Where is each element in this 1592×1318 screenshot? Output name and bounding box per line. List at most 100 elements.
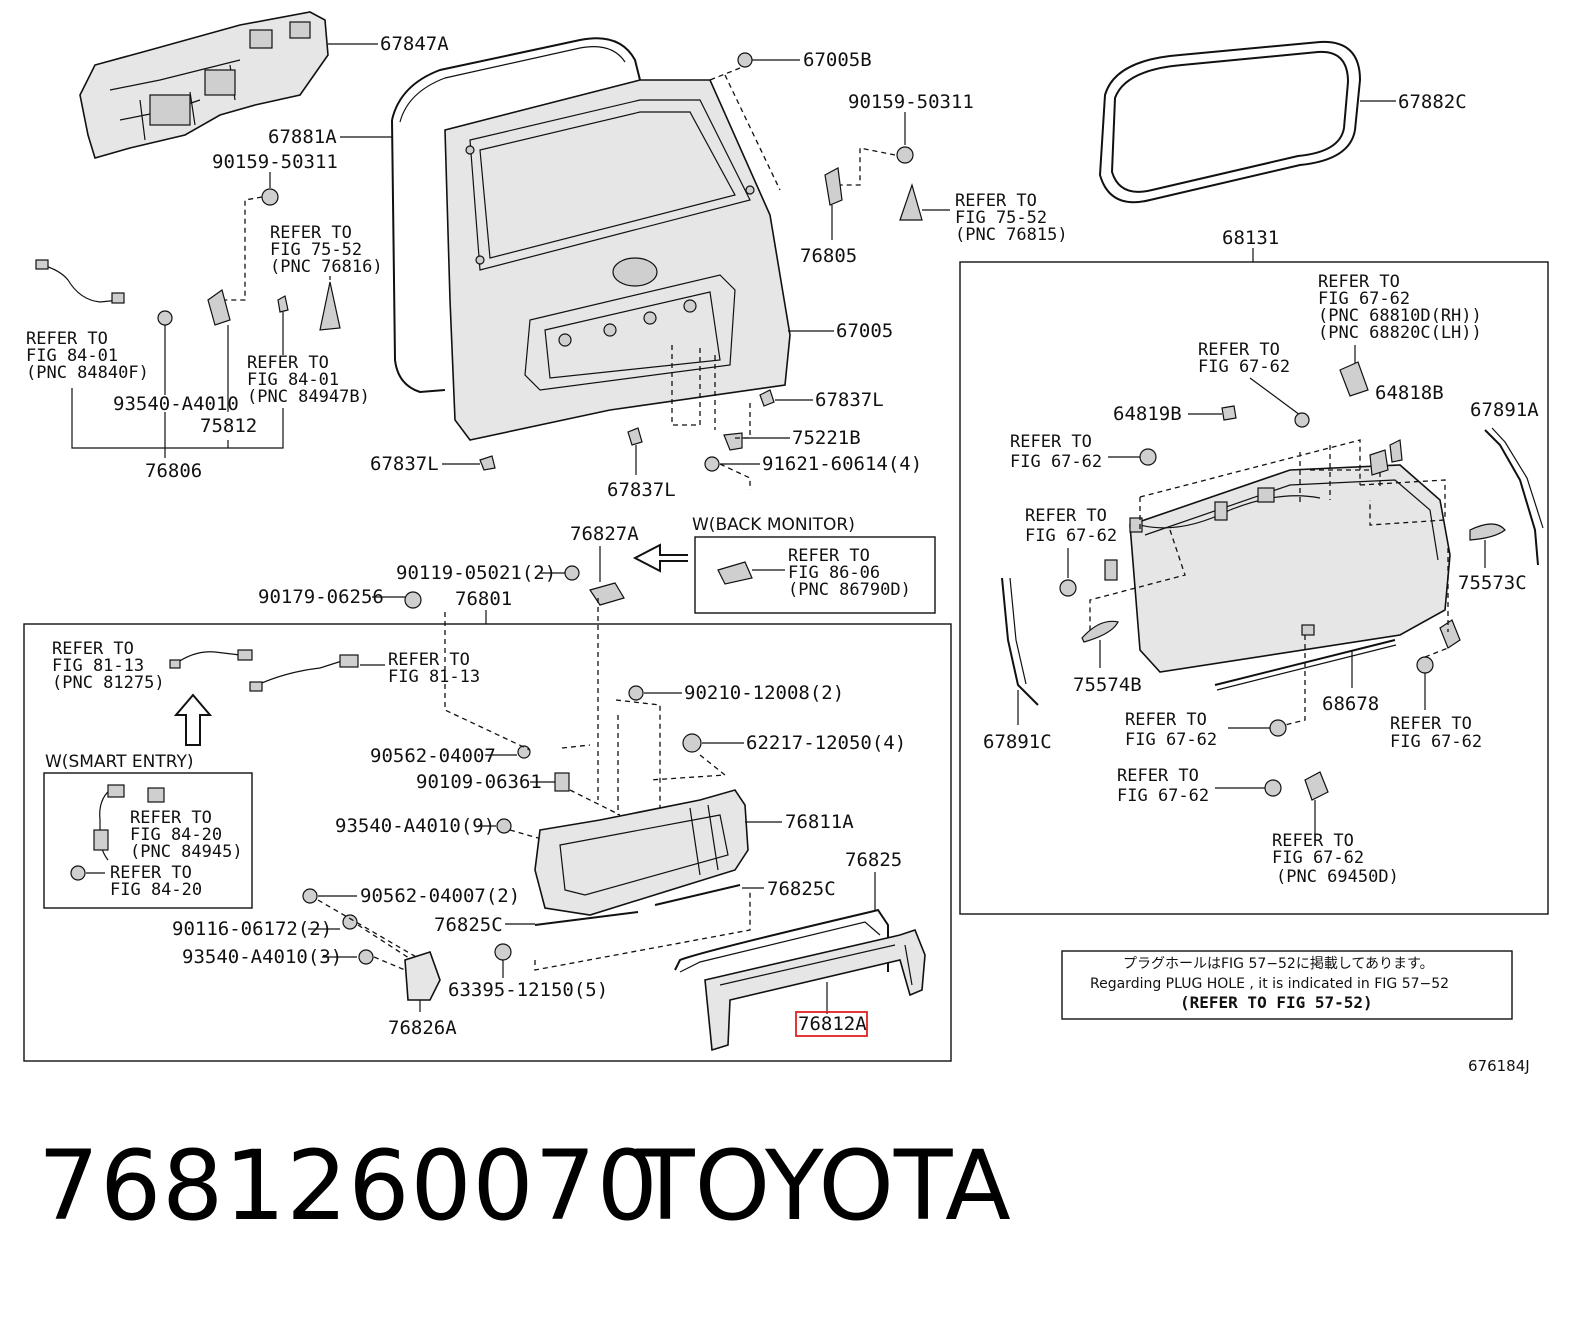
svg-text:(PNC 68810D(RH)): (PNC 68810D(RH)) [1318, 306, 1482, 326]
label-64819B: 64819B [1113, 403, 1182, 425]
label-76825C-right: 76825C [767, 878, 836, 900]
svg-text:FIG 81-13: FIG 81-13 [388, 667, 480, 687]
label-67005B: 67005B [803, 49, 872, 71]
refer-76815: REFER TO FIG 75-52 (PNC 76815) [955, 191, 1068, 245]
garnish-76811A-drawing [534, 789, 749, 916]
refer-76816: REFER TO FIG 75-52 (PNC 76816) [270, 223, 383, 277]
svg-text:FIG 84-20: FIG 84-20 [130, 825, 222, 845]
label-67891C: 67891C [983, 731, 1052, 753]
svg-text:FIG 81-13: FIG 81-13 [52, 656, 144, 676]
label-76805: 76805 [800, 245, 857, 267]
label-76827A: 76827A [570, 523, 639, 545]
refer-6762-e: REFER TO FIG 67-62 [1125, 710, 1217, 750]
label-76825C-left: 76825C [434, 914, 503, 936]
label-76801: 76801 [455, 588, 512, 610]
svg-text:REFER TO: REFER TO [130, 808, 212, 828]
svg-text:REFER TO: REFER TO [1125, 710, 1207, 730]
panel-67847A-drawing [79, 11, 329, 159]
label-67881A: 67881A [268, 126, 337, 148]
svg-text:REFER TO: REFER TO [1010, 432, 1092, 452]
label-back-monitor: W(BACK MONITOR) [692, 515, 855, 535]
svg-text:(PNC 69450D): (PNC 69450D) [1276, 867, 1399, 887]
label-93540-upper: 93540-A4010 [113, 393, 239, 415]
refer-84840F: REFER TO FIG 84-01 (PNC 84840F) [26, 329, 149, 383]
weatherstrip-67881A-drawing [391, 37, 641, 394]
label-75574B: 75574B [1073, 674, 1142, 696]
svg-text:FIG 75-52: FIG 75-52 [955, 208, 1047, 228]
label-76811A: 76811A [785, 811, 854, 833]
svg-text:(PNC 86790D): (PNC 86790D) [788, 580, 911, 600]
label-67005: 67005 [836, 320, 893, 342]
svg-text:(PNC 81275): (PNC 81275) [52, 673, 165, 693]
highlight-76812A [795, 1011, 868, 1037]
refer-6762-c: REFER TO FIG 67-62 [1025, 506, 1117, 546]
label-76825: 76825 [845, 849, 902, 871]
refer-8420: REFER TO FIG 84-20 [110, 863, 202, 900]
option-box-smart-entry [43, 772, 253, 909]
refer-84947B: REFER TO FIG 84-01 (PNC 84947B) [247, 353, 370, 407]
note-japanese: プラグホールはFIG 57−52に掲載してあります。 [1123, 956, 1434, 972]
svg-text:FIG 75-52: FIG 75-52 [270, 240, 362, 260]
label-90159-right: 90159-50311 [848, 91, 974, 113]
refer-86790D: REFER TO FIG 86-06 (PNC 86790D) [788, 546, 911, 600]
label-90562-upper: 90562-04007 [370, 745, 496, 767]
refer-6762-b: REFER TO FIG 67-62 [1010, 432, 1102, 472]
label-64818B: 64818B [1375, 382, 1444, 404]
svg-text:(PNC 84840F): (PNC 84840F) [26, 363, 149, 383]
svg-text:REFER TO: REFER TO [1198, 340, 1280, 360]
label-67837L-right: 67837L [815, 389, 884, 411]
note-box [1061, 950, 1513, 1020]
label-68678: 68678 [1322, 693, 1379, 715]
footer-part-number: 7681260070 [38, 1130, 659, 1242]
label-90159-left: 90159-50311 [212, 151, 338, 173]
label-90109: 90109-06361 [416, 771, 542, 793]
refer-68810D: REFER TO FIG 67-62 (PNC 68810D(RH)) (PNC… [1318, 272, 1482, 343]
refer-81275: REFER TO FIG 81-13 (PNC 81275) [52, 639, 165, 693]
label-67891A: 67891A [1470, 399, 1539, 421]
label-67837L-bottom: 67837L [607, 479, 676, 501]
label-76826A: 76826A [388, 1017, 457, 1039]
label-90119: 90119-05021(2) [396, 562, 556, 584]
label-93540-mid: 93540-A4010(9) [335, 815, 495, 837]
svg-text:FIG 67-62: FIG 67-62 [1125, 730, 1217, 750]
group-box-68131 [959, 261, 1549, 915]
svg-text:(PNC 84945): (PNC 84945) [130, 842, 243, 862]
svg-text:FIG 67-62: FIG 67-62 [1025, 526, 1117, 546]
glass-seal-67882C-drawing [1098, 40, 1362, 204]
svg-text:REFER TO: REFER TO [110, 863, 192, 883]
label-76812A: 76812A [798, 1013, 867, 1035]
svg-text:FIG 67-62: FIG 67-62 [1010, 452, 1102, 472]
svg-text:REFER TO: REFER TO [247, 353, 329, 373]
label-90116: 90116-06172(2) [172, 918, 332, 940]
svg-text:FIG 84-01: FIG 84-01 [247, 370, 339, 390]
label-75812: 75812 [200, 415, 257, 437]
svg-text:FIG 67-62: FIG 67-62 [1318, 289, 1410, 309]
refer-8113: REFER TO FIG 81-13 [388, 650, 480, 687]
refer-6762-d: REFER TO FIG 67-62 [1390, 714, 1482, 752]
svg-text:REFER TO: REFER TO [1272, 831, 1354, 851]
svg-text:(PNC 68820C(LH)): (PNC 68820C(LH)) [1318, 323, 1482, 343]
svg-text:(PNC 76815): (PNC 76815) [955, 225, 1068, 245]
label-90179: 90179-06256 [258, 586, 384, 608]
svg-text:REFER TO: REFER TO [26, 329, 108, 349]
figure-id: 676184J [1468, 1057, 1530, 1075]
svg-text:REFER TO: REFER TO [270, 223, 352, 243]
label-67847A: 67847A [380, 33, 449, 55]
note-english: Regarding PLUG HOLE , it is indicated in… [1090, 976, 1449, 992]
svg-text:REFER TO: REFER TO [788, 546, 870, 566]
label-67882C: 67882C [1398, 91, 1467, 113]
back-door-67005-drawing [444, 79, 791, 441]
option-box-back-monitor [694, 536, 936, 614]
label-76806: 76806 [145, 460, 202, 482]
footer-brand: TOYOTA [636, 1130, 1011, 1242]
note-reference: (REFER TO FIG 57-52) [1180, 993, 1373, 1012]
refer-69450D: REFER TO FIG 67-62 (PNC 69450D) [1272, 831, 1399, 887]
svg-text:FIG 86-06: FIG 86-06 [788, 563, 880, 583]
svg-text:REFER TO: REFER TO [1025, 506, 1107, 526]
svg-text:REFER TO: REFER TO [52, 639, 134, 659]
svg-text:REFER TO: REFER TO [1390, 714, 1472, 734]
label-93540-low: 93540-A4010(3) [182, 946, 342, 968]
svg-text:FIG 67-62: FIG 67-62 [1390, 732, 1482, 752]
svg-text:(PNC 76816): (PNC 76816) [270, 257, 383, 277]
